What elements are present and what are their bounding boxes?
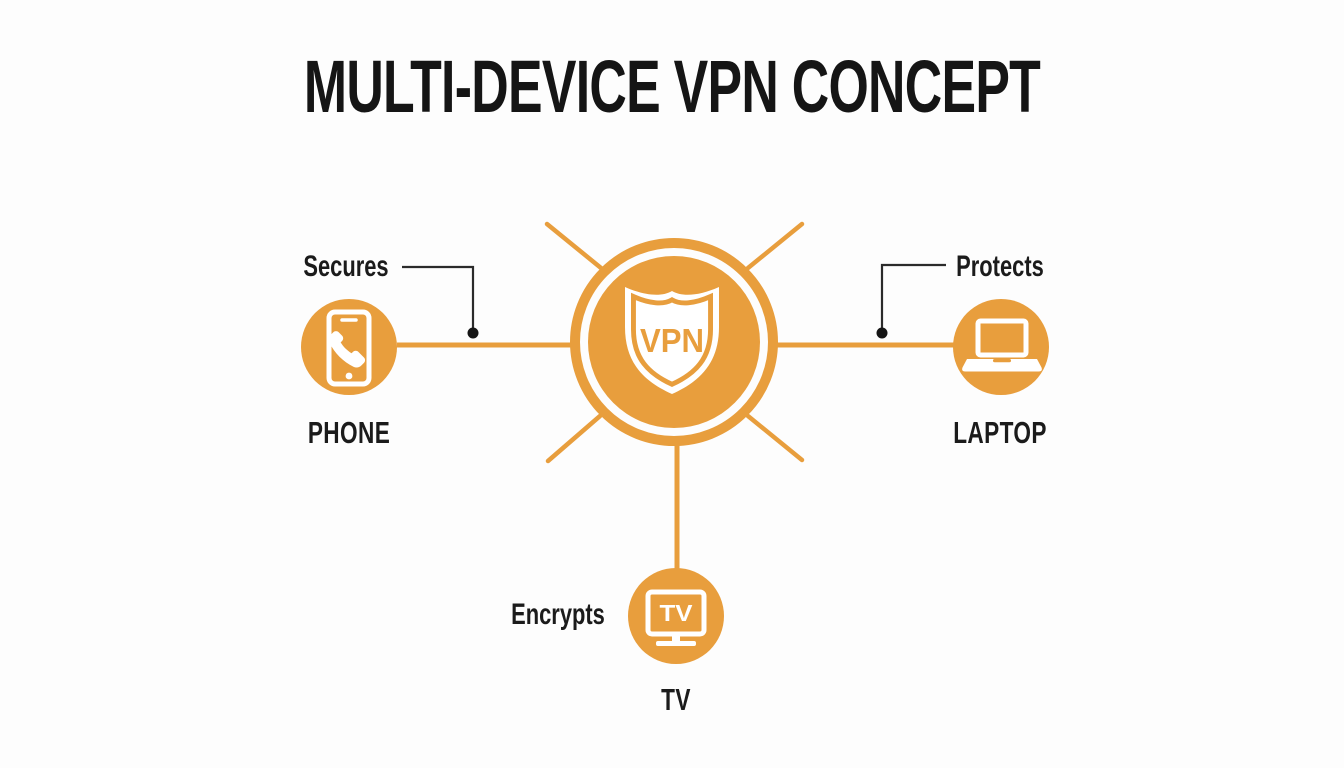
ray-bottom-right-icon bbox=[745, 413, 805, 463]
laptop-annotation-label: Protects bbox=[956, 250, 1044, 283]
shield-icon: VPN bbox=[625, 287, 719, 394]
tv-annotation-label: Encrypts bbox=[511, 598, 605, 631]
smartphone-icon bbox=[326, 309, 372, 387]
ray-top-left-icon bbox=[544, 221, 604, 271]
phone-annotation-label: Secures bbox=[303, 250, 389, 283]
laptop-circle bbox=[953, 299, 1049, 395]
vpn-hub: VPN bbox=[570, 238, 778, 446]
laptop-device-label: LAPTOP bbox=[953, 415, 1047, 450]
hub-rays bbox=[544, 221, 805, 464]
phone-device-label: PHONE bbox=[307, 415, 391, 450]
protects-callout-dot bbox=[876, 327, 888, 339]
ray-bottom-left-icon bbox=[545, 413, 603, 464]
laptop-node bbox=[953, 299, 1049, 395]
protects-callout bbox=[876, 263, 946, 339]
tv-node: TV bbox=[628, 568, 724, 664]
page-title: MULTI-DEVICE VPN CONCEPT bbox=[303, 45, 1041, 128]
connectors bbox=[397, 342, 954, 569]
tv-screen-label: TV bbox=[660, 600, 694, 626]
hub-outer-ring bbox=[570, 238, 778, 446]
tv-device-label: TV bbox=[661, 682, 691, 717]
shield-inner-outline bbox=[631, 292, 714, 387]
tv-icon: TV bbox=[645, 589, 707, 646]
phone-circle bbox=[301, 299, 397, 395]
laptop-icon bbox=[962, 318, 1042, 372]
phone-node bbox=[301, 299, 397, 395]
secures-callout-dot bbox=[467, 327, 479, 339]
vpn-hub-label: VPN bbox=[640, 322, 704, 359]
secures-callout bbox=[402, 265, 479, 339]
ray-top-right-icon bbox=[745, 221, 805, 271]
